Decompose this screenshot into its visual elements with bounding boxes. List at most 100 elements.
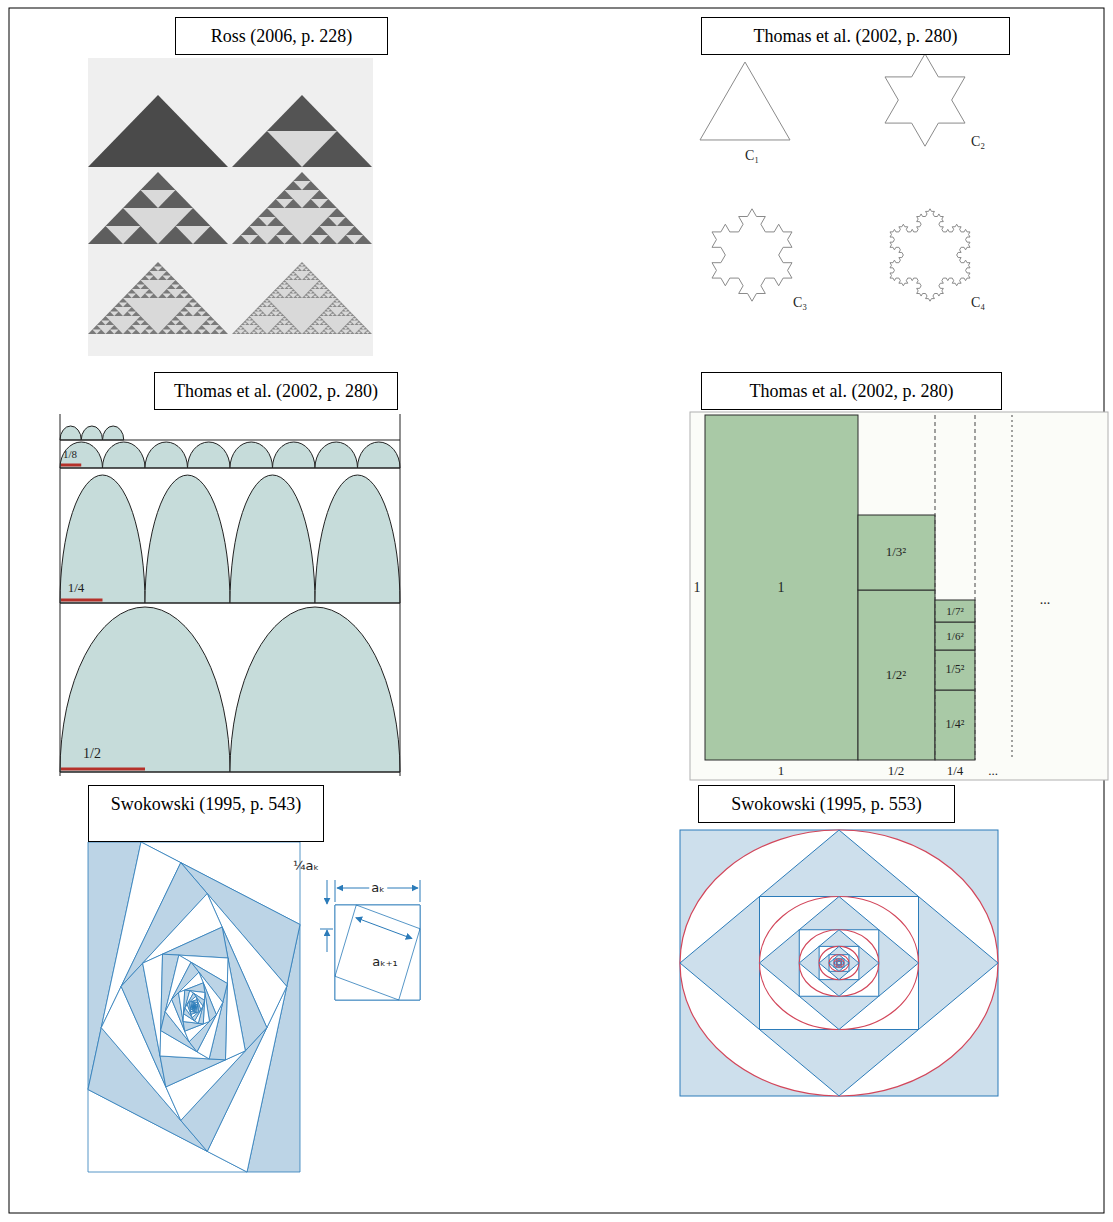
dimension-label: aₖ bbox=[369, 881, 387, 895]
spiral-triangle bbox=[399, 929, 420, 1000]
area-rectangle bbox=[935, 622, 975, 650]
sierpinski-hole bbox=[287, 332, 291, 334]
sierpinski-triangle bbox=[232, 262, 372, 334]
area-label: 1 bbox=[778, 580, 785, 595]
sierpinski-hole bbox=[243, 323, 247, 325]
sierpinski-hole bbox=[313, 287, 317, 289]
arch bbox=[60, 442, 103, 468]
spiral-triangle bbox=[356, 905, 420, 929]
sierpinski-hole bbox=[206, 321, 215, 326]
sierpinski-hole bbox=[278, 287, 282, 289]
sierpinski-hole bbox=[326, 291, 330, 293]
area-label: 1/6² bbox=[946, 630, 963, 642]
spiral-triangle bbox=[193, 1007, 194, 1008]
citation-text: Swokowski (1995, p. 553) bbox=[731, 794, 922, 815]
sierpinski-hole bbox=[252, 314, 256, 316]
citation-text: Thomas et al. (2002, p. 280) bbox=[174, 381, 378, 402]
sierpinski-hole bbox=[197, 330, 206, 335]
nested-diamond bbox=[829, 955, 849, 972]
sierpinski-hole bbox=[127, 312, 136, 317]
sierpinski-hole bbox=[322, 314, 326, 316]
sierpinski-hole bbox=[287, 287, 291, 289]
spiral-triangle bbox=[193, 1007, 194, 1008]
sierpinski-hole bbox=[260, 314, 264, 316]
spiral-figure bbox=[88, 842, 420, 1172]
sierpinski-hole bbox=[357, 323, 361, 325]
spiral-triangle bbox=[194, 1005, 195, 1006]
spiral-triangle bbox=[194, 1006, 195, 1007]
spiral-triangle bbox=[193, 1006, 194, 1007]
sierpinski-hole bbox=[309, 327, 313, 329]
sierpinski-hole bbox=[258, 217, 276, 226]
koch-curve bbox=[712, 209, 792, 301]
dimension-arrow bbox=[356, 918, 412, 939]
arch bbox=[188, 442, 231, 468]
sierpinski-hole bbox=[287, 278, 291, 280]
sierpinski-hole bbox=[311, 199, 329, 208]
sierpinski-hole bbox=[92, 330, 101, 335]
area-rectangle bbox=[935, 690, 975, 760]
sierpinski-hole bbox=[348, 332, 352, 334]
spiral-triangle bbox=[194, 1006, 196, 1009]
area-rectangle bbox=[935, 650, 975, 690]
sierpinski-hole bbox=[274, 291, 278, 293]
sierpinski-hole bbox=[274, 327, 278, 329]
sierpinski-hole bbox=[304, 332, 308, 334]
ellipsis: ... bbox=[1040, 592, 1051, 607]
figure-ground bbox=[88, 58, 373, 356]
sierpinski-hole bbox=[328, 217, 346, 226]
sierpinski-hole bbox=[234, 332, 238, 334]
sierpinski-hole bbox=[278, 332, 282, 334]
area-label: 1/5² bbox=[946, 663, 965, 676]
sierpinski-hole bbox=[145, 276, 154, 281]
sierpinski-hole bbox=[344, 327, 348, 329]
length-bar bbox=[61, 768, 145, 771]
figure-frame bbox=[690, 412, 1108, 780]
spiral-triangle bbox=[143, 954, 163, 1056]
sierpinski-hole bbox=[239, 327, 243, 329]
sierpinski-hole bbox=[365, 332, 369, 334]
citation-text: Swokowski (1995, p. 543) bbox=[111, 794, 302, 815]
spiral-triangle bbox=[193, 1006, 194, 1008]
sierpinski-hole bbox=[215, 330, 224, 335]
spiral-triangle bbox=[194, 1006, 195, 1007]
spiral-triangle bbox=[194, 1006, 195, 1008]
baseline bbox=[60, 603, 400, 604]
sierpinski-hole bbox=[267, 131, 337, 167]
sierpinski-hole bbox=[269, 314, 273, 316]
sierpinski-hole bbox=[282, 282, 286, 284]
spiral-triangle bbox=[193, 1007, 195, 1009]
spiral-triangle bbox=[335, 905, 356, 976]
citation-box: Swokowski (1995, p. 543) bbox=[88, 785, 324, 842]
sierpinski-triangle bbox=[88, 262, 228, 334]
arch bbox=[230, 607, 400, 772]
sierpinski-hole bbox=[176, 226, 211, 244]
sierpinski-hole bbox=[291, 291, 295, 293]
sierpinski-hole bbox=[295, 296, 299, 298]
sierpinski-hole bbox=[256, 309, 260, 311]
sierpinski-hole bbox=[127, 294, 136, 299]
side-label: 1 bbox=[694, 580, 701, 595]
sierpinski-hole bbox=[295, 332, 299, 334]
arch bbox=[60, 426, 81, 440]
baseline bbox=[60, 440, 400, 441]
koch-curve bbox=[700, 62, 790, 140]
spiral-triangle bbox=[192, 1005, 194, 1008]
nested-diamond bbox=[837, 961, 842, 965]
curve-name: C₁ bbox=[745, 148, 759, 163]
sierpinski-hole bbox=[291, 273, 295, 275]
panel-edge bbox=[400, 414, 401, 776]
nested-diamond bbox=[680, 830, 998, 1096]
area-label: 1/4² bbox=[946, 718, 965, 731]
sierpinski-hole bbox=[348, 323, 352, 325]
sierpinski-triangle bbox=[232, 172, 372, 244]
sierpinski-hole bbox=[243, 332, 247, 334]
spiral-triangle bbox=[193, 1006, 194, 1007]
width-label: 1/4 bbox=[947, 764, 964, 778]
sierpinski-hole bbox=[322, 332, 326, 334]
nested-rectangle bbox=[834, 959, 844, 967]
ellipsis: ... bbox=[988, 764, 998, 778]
citation-text: Thomas et al. (2002, p. 280) bbox=[750, 381, 954, 402]
sierpinski-hole bbox=[326, 309, 330, 311]
sierpinski-hole bbox=[311, 235, 329, 244]
